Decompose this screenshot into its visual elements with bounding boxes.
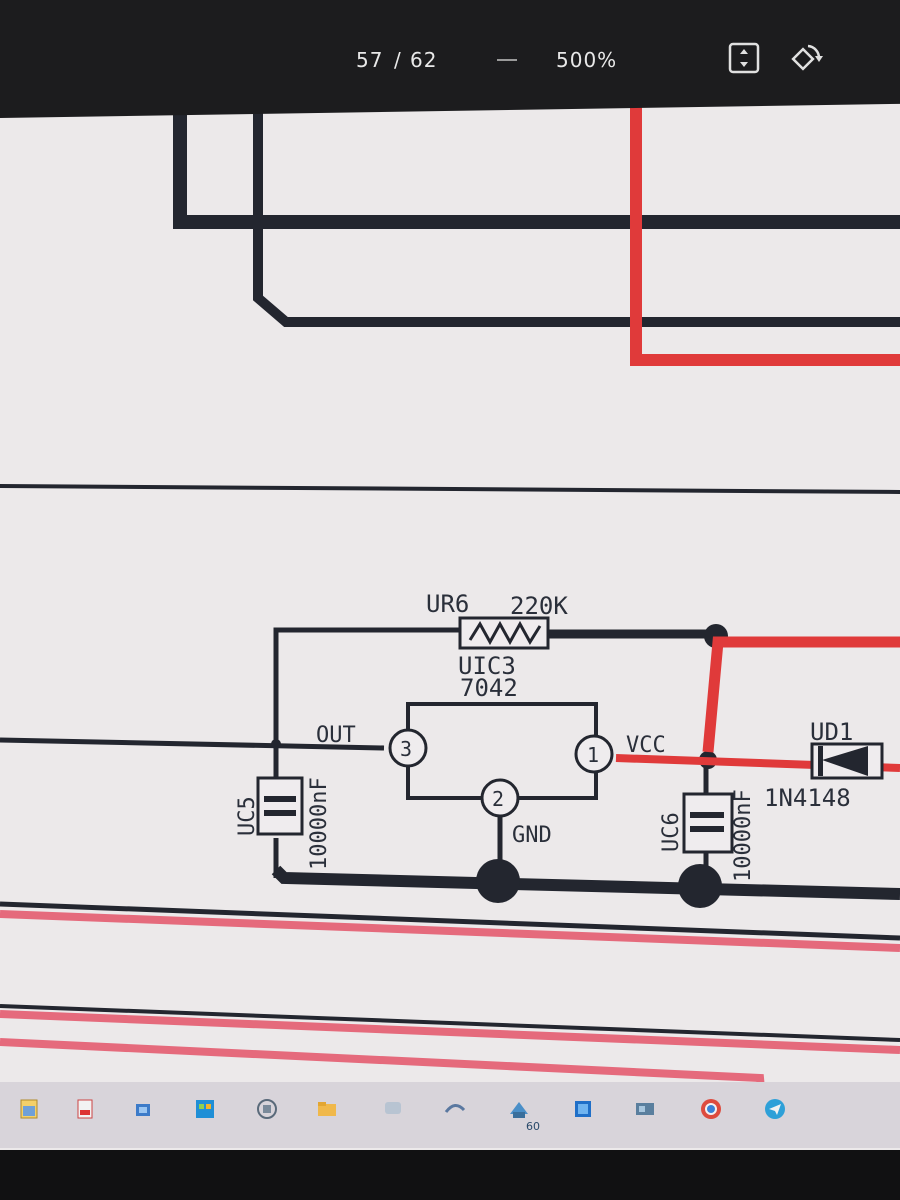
edge-icon[interactable] <box>440 1094 470 1124</box>
pin-3-number: 3 <box>400 737 412 761</box>
cap-right-value: 10000nF <box>731 789 756 882</box>
capacitor-uc5[interactable] <box>256 776 304 836</box>
resistor-ur6[interactable] <box>458 616 550 650</box>
pin-1[interactable] <box>574 734 614 774</box>
pin-1-number: 1 <box>587 743 599 767</box>
junction-gnd-right <box>678 864 722 908</box>
pin-3[interactable] <box>388 728 428 768</box>
cap-left-value: 10000nF <box>307 777 332 870</box>
page-number-input[interactable]: 57 <box>356 48 384 72</box>
network-icon[interactable] <box>252 1094 282 1124</box>
pin-gnd-label: GND <box>512 823 552 848</box>
diode-ud1[interactable] <box>810 742 884 780</box>
resistor-ref: UR6 <box>426 590 469 618</box>
red-trace-vcc <box>702 636 900 753</box>
page-separator: / <box>394 48 402 72</box>
weather-icon[interactable] <box>504 1094 534 1124</box>
page-total: 62 <box>410 48 438 72</box>
capacitor-uc6[interactable] <box>682 792 734 854</box>
zoom-level[interactable]: 500% <box>556 48 618 72</box>
junction-out <box>271 739 281 749</box>
rotate-icon[interactable] <box>788 40 824 76</box>
ground-bus <box>271 865 900 900</box>
zoom-out-icon[interactable] <box>494 50 520 70</box>
wire-out-left <box>0 737 385 751</box>
pin-out-label: OUT <box>316 723 356 748</box>
diode-ref: UD1 <box>810 718 853 746</box>
telegram-icon[interactable] <box>760 1094 790 1124</box>
media-icon[interactable] <box>630 1094 660 1124</box>
taskbar: 60 <box>0 1082 900 1148</box>
red-trace-top <box>630 100 900 366</box>
pin-2[interactable] <box>480 778 520 818</box>
wire-out-loop <box>273 627 460 744</box>
fit-page-icon[interactable] <box>726 40 762 76</box>
resistor-value: 220K <box>510 592 568 620</box>
thin-divider <box>0 484 900 494</box>
weather-badge: 60 <box>526 1120 540 1133</box>
file-explorer-icon[interactable] <box>14 1094 44 1124</box>
app-icon[interactable] <box>128 1094 158 1124</box>
cap-left-ref: UC5 <box>235 796 260 836</box>
regulator-part: 7042 <box>460 674 518 702</box>
monitor-bezel <box>0 1150 900 1200</box>
chrome-icon[interactable] <box>696 1094 726 1124</box>
lower-traces <box>0 901 900 1101</box>
windows-icon[interactable] <box>568 1094 598 1124</box>
pdf-icon[interactable] <box>70 1094 100 1124</box>
pin-2-number: 2 <box>492 787 504 811</box>
folder-icon[interactable] <box>312 1094 342 1124</box>
diode-part: 1N4148 <box>764 784 851 812</box>
pin-vcc-label: VCC <box>626 733 666 758</box>
cap-right-ref: UC6 <box>659 812 684 852</box>
store-icon[interactable] <box>190 1094 220 1124</box>
trace-outer-loop <box>173 100 900 229</box>
viewer-toolbar: 57 / 62 500% <box>0 0 900 118</box>
upper-traces <box>173 100 900 327</box>
chat-icon[interactable] <box>378 1094 408 1124</box>
trace-inner-loop <box>253 100 900 327</box>
regulator-ref: UIC3 <box>458 652 516 680</box>
junction-gnd-left <box>476 859 520 903</box>
